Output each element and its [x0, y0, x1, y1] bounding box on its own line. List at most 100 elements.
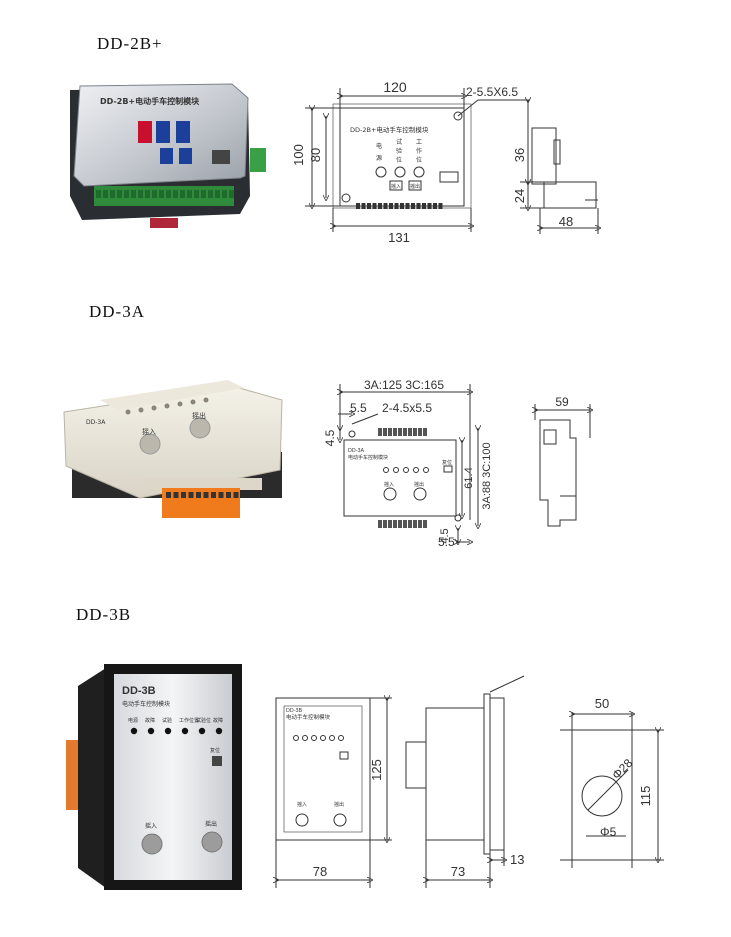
dd3a-photo: DD-3A 摇入 摇出	[63, 380, 283, 518]
led	[393, 467, 399, 473]
terminal-screw	[166, 492, 171, 498]
terminal	[408, 428, 412, 436]
dd3a-photo-button-2: 摇出	[192, 411, 206, 420]
terminal-screw	[201, 190, 206, 198]
dd2b-photo-title: DD-2B+电动手车控制模块	[100, 96, 200, 106]
dd2b-side-top: 36	[512, 148, 527, 162]
dd2b-photo-green-plug	[250, 148, 266, 172]
dd2b-front-drawing	[305, 88, 530, 232]
terminal-screw	[203, 492, 209, 498]
dd2b-dim-width: 120	[383, 79, 407, 95]
dd2b-photo-red-led	[138, 121, 152, 143]
dd2b-led-label-3: 工作位	[416, 139, 422, 164]
terminal	[356, 203, 360, 209]
dd2b-photo: DD-2B+电动手车控制模块	[70, 83, 266, 228]
dd3a-panel-title: 电动手车控制模块	[348, 454, 388, 461]
terminal	[423, 520, 427, 528]
terminal	[403, 520, 407, 528]
dd3b-cutout-height: 115	[638, 786, 653, 807]
dd2b-side-bottom: 24	[512, 189, 527, 203]
terminal	[433, 203, 437, 209]
dd3a-button-label-1: 摇入	[384, 481, 394, 488]
terminal-screw	[229, 190, 234, 198]
terminal-screw	[180, 190, 185, 198]
dd3b-cutout-hole-small: Φ5	[600, 825, 617, 839]
dd3b-dim-height: 125	[369, 759, 384, 781]
led	[320, 735, 326, 741]
indicator-label: 故障	[213, 717, 223, 724]
terminal	[413, 428, 417, 436]
terminal	[413, 520, 417, 528]
dd2b-dim-holes: 2-5.5X6.5	[466, 85, 518, 99]
led	[293, 735, 299, 741]
terminal	[388, 428, 392, 436]
terminal	[405, 203, 410, 209]
dd2b-dim-height-outer: 100	[291, 144, 306, 166]
terminal-screw	[124, 190, 129, 198]
terminal	[416, 203, 421, 209]
terminal	[418, 428, 422, 436]
dd3b-photo-button-2: 摇出	[205, 820, 217, 828]
dd3b-front-model: DD-3B	[286, 708, 303, 714]
terminal-screw	[173, 492, 179, 498]
terminal	[372, 203, 377, 209]
indicator-led	[198, 727, 206, 735]
led	[413, 467, 419, 473]
terminal	[361, 203, 366, 209]
terminal-screw	[181, 492, 186, 498]
terminal	[383, 428, 387, 436]
terminal	[411, 203, 415, 209]
indicator-led	[215, 727, 223, 735]
dd3a-side-drawing	[535, 404, 590, 527]
led	[164, 403, 170, 409]
terminal-screw	[196, 492, 201, 498]
dd2b-led-label-2: 试验位	[396, 138, 402, 164]
indicator-label: 电源	[128, 717, 138, 724]
terminal-screw	[226, 492, 231, 498]
dd3b-side-depth: 73	[451, 864, 465, 879]
terminal-screw	[166, 190, 171, 198]
dd3a-dim-bottom-a: 4.5	[439, 528, 451, 543]
terminal	[398, 428, 402, 436]
dd2b-dim-height-inner: 80	[308, 148, 323, 162]
terminal-screw	[173, 190, 178, 198]
dd3b-photo-subtitle: 电动手车控制模块	[122, 700, 170, 708]
dd3b-dim-width: 78	[313, 864, 327, 879]
terminal-screw	[96, 190, 101, 198]
led	[190, 399, 196, 405]
dd3a-panel-model: DD-3A	[348, 448, 365, 454]
dd3a-front-drawing	[338, 384, 478, 542]
dd3a-photo-button-1: 摇入	[142, 427, 156, 436]
terminal-screw	[194, 190, 199, 198]
led	[203, 397, 209, 403]
terminal-screw	[131, 190, 136, 198]
dd2b-dim-base: 131	[388, 230, 410, 245]
terminal	[438, 203, 443, 209]
terminal	[400, 203, 404, 209]
terminal	[423, 428, 427, 436]
terminal-screw	[233, 492, 239, 498]
dd3a-reset-label: 复位	[442, 459, 452, 466]
indicator-label: 工作位置	[179, 717, 199, 724]
led	[403, 467, 409, 473]
terminal-screw	[110, 190, 115, 198]
dd2b-side-drawing	[520, 100, 598, 234]
terminal	[418, 520, 422, 528]
terminal	[393, 428, 397, 436]
indicator-label: 试验	[162, 717, 172, 724]
terminal	[378, 203, 382, 209]
dd3a-button-label-2: 摇出	[414, 481, 424, 488]
terminal-screw	[159, 190, 164, 198]
led	[338, 735, 344, 741]
terminal	[422, 203, 426, 209]
led	[423, 467, 429, 473]
dd2b-led-label-1: 电源	[376, 142, 382, 162]
dd3b-photo-model: DD-3B	[122, 685, 156, 697]
dd3a-dim-width: 3A:125 3C:165	[364, 378, 444, 392]
dd3a-dim-height-outer: 3A:88 3C:100	[481, 442, 493, 509]
terminal-screw	[215, 190, 220, 198]
terminal-screw	[218, 492, 224, 498]
led	[302, 735, 308, 741]
indicator-led	[130, 727, 138, 735]
